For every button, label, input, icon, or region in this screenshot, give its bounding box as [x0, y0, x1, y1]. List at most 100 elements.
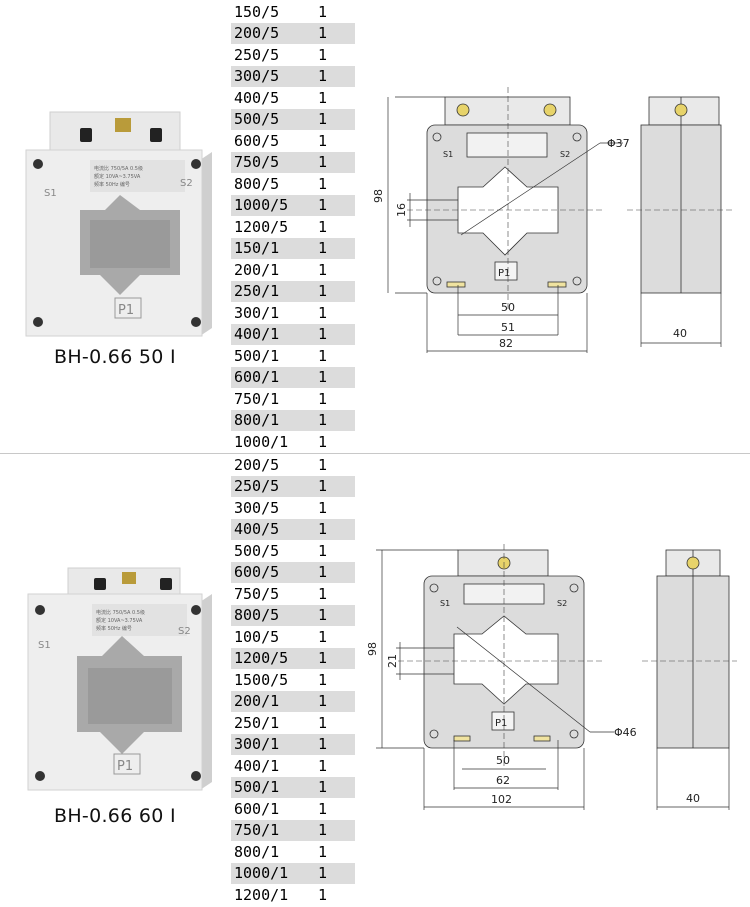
ratio-value: 250/1 [234, 713, 280, 732]
ratio-value: 400/1 [234, 756, 280, 775]
drawing-a-s1: S1 [443, 150, 453, 159]
ratio-quantity: 1 [318, 778, 328, 797]
ratio-value: 200/1 [234, 692, 280, 711]
ratio-value: 500/5 [234, 110, 280, 129]
ratio-quantity: 1 [318, 584, 328, 603]
ratio-quantity: 1 [318, 799, 328, 818]
ratio-quantity: 1 [318, 239, 328, 258]
product-section-b: 电流比 750/5A 0.5级 额定 10VA~3.75VA 频率 50Hz 编… [0, 454, 750, 907]
ratio-quantity: 1 [318, 217, 328, 236]
drawing-b-width-inner: 50 [496, 754, 510, 767]
ratio-quantity: 1 [318, 713, 328, 732]
ratio-quantity: 1 [318, 606, 328, 625]
ratio-value: 1200/5 [234, 217, 289, 236]
drawing-b-width-outer: 102 [491, 793, 512, 806]
ratio-quantity: 1 [318, 174, 328, 193]
ratio-value: 750/5 [234, 153, 280, 172]
ratio-row: 1200/5 1 [231, 216, 355, 238]
ratio-quantity: 1 [318, 24, 328, 43]
ratio-row: 150/1 1 [231, 237, 355, 259]
ratio-quantity: 1 [318, 821, 328, 840]
ratio-value: 1200/1 [234, 885, 289, 904]
ratio-value: 200/5 [234, 455, 280, 474]
ratio-value: 1200/5 [234, 649, 289, 668]
drawing-b-depth: 40 [686, 792, 700, 805]
ratio-row: 750/5 1 [231, 151, 355, 173]
ratio-row: 600/1 1 [231, 798, 355, 820]
ratio-value: 600/5 [234, 131, 280, 150]
ratio-quantity: 1 [318, 756, 328, 775]
ratio-quantity: 1 [318, 282, 328, 301]
ratio-value: 750/1 [234, 821, 280, 840]
ratio-value: 100/5 [234, 627, 280, 646]
ratio-value: 1500/5 [234, 670, 289, 689]
ratio-quantity: 1 [318, 498, 328, 517]
ratio-value: 300/1 [234, 735, 280, 754]
svg-text:频率 50Hz 编号: 频率 50Hz 编号 [94, 181, 130, 188]
product-photo-b: 电流比 750/5A 0.5级 额定 10VA~3.75VA 频率 50Hz 编… [27, 567, 212, 791]
ratio-quantity: 1 [318, 2, 328, 21]
svg-text:电流比 750/5A 0.5级: 电流比 750/5A 0.5级 [96, 609, 145, 616]
ratio-value: 300/5 [234, 67, 280, 86]
ratio-quantity: 1 [318, 368, 328, 387]
ratio-value: 750/1 [234, 389, 280, 408]
drawing-a-depth: 40 [673, 327, 687, 340]
ratio-row: 1200/1 1 [231, 884, 355, 906]
ratio-value: 400/5 [234, 88, 280, 107]
ratio-row: 200/5 1 [231, 22, 355, 44]
ratio-quantity: 1 [318, 110, 328, 129]
ratio-value: 800/5 [234, 606, 280, 625]
ratio-value: 800/1 [234, 411, 280, 430]
technical-drawing-a: Φ37 98 16 50 51 82 [372, 87, 735, 353]
ratio-value: 150/1 [234, 239, 280, 258]
ratio-quantity: 1 [318, 842, 328, 861]
ratio-value: 800/1 [234, 842, 280, 861]
drawing-a-p1: P1 [498, 268, 510, 279]
ratio-value: 250/5 [234, 45, 280, 64]
model-label-b: BH-0.66 60 I [54, 805, 176, 827]
ratio-row: 250/1 1 [231, 712, 355, 734]
ratio-value: 600/1 [234, 368, 280, 387]
ratio-row: 600/1 1 [231, 366, 355, 388]
ratio-quantity: 1 [318, 563, 328, 582]
drawing-b-diameter: Φ46 [614, 726, 637, 739]
ratio-row: 400/5 1 [231, 87, 355, 109]
ratio-value: 300/1 [234, 303, 280, 322]
photo-a-p1-mark: P1 [118, 303, 134, 318]
ratio-row: 400/1 1 [231, 755, 355, 777]
drawing-a-height: 98 [372, 189, 385, 203]
ratio-quantity: 1 [318, 45, 328, 64]
photo-a-s2-mark: S2 [180, 178, 193, 189]
drawing-b-height: 98 [366, 642, 379, 656]
ratio-value: 200/5 [234, 24, 280, 43]
ratio-quantity: 1 [318, 325, 328, 344]
ratio-value: 600/1 [234, 799, 280, 818]
ratio-value: 250/1 [234, 282, 280, 301]
ratio-row: 250/5 1 [231, 44, 355, 66]
ratio-value: 1000/1 [234, 864, 289, 883]
ratio-quantity: 1 [318, 196, 328, 215]
ratio-quantity: 1 [318, 88, 328, 107]
ratio-quantity: 1 [318, 885, 328, 904]
ratio-row: 800/1 1 [231, 841, 355, 863]
photo-a-s1-mark: S1 [44, 188, 57, 199]
product-section-a: 电流比 750/5A 0.5级 额定 10VA~3.75VA 频率 50Hz 编… [0, 0, 750, 453]
drawing-a-width-outer: 82 [499, 337, 513, 350]
drawing-b-width-mid: 62 [496, 774, 510, 787]
ratio-quantity: 1 [318, 153, 328, 172]
ratio-value: 200/1 [234, 260, 280, 279]
